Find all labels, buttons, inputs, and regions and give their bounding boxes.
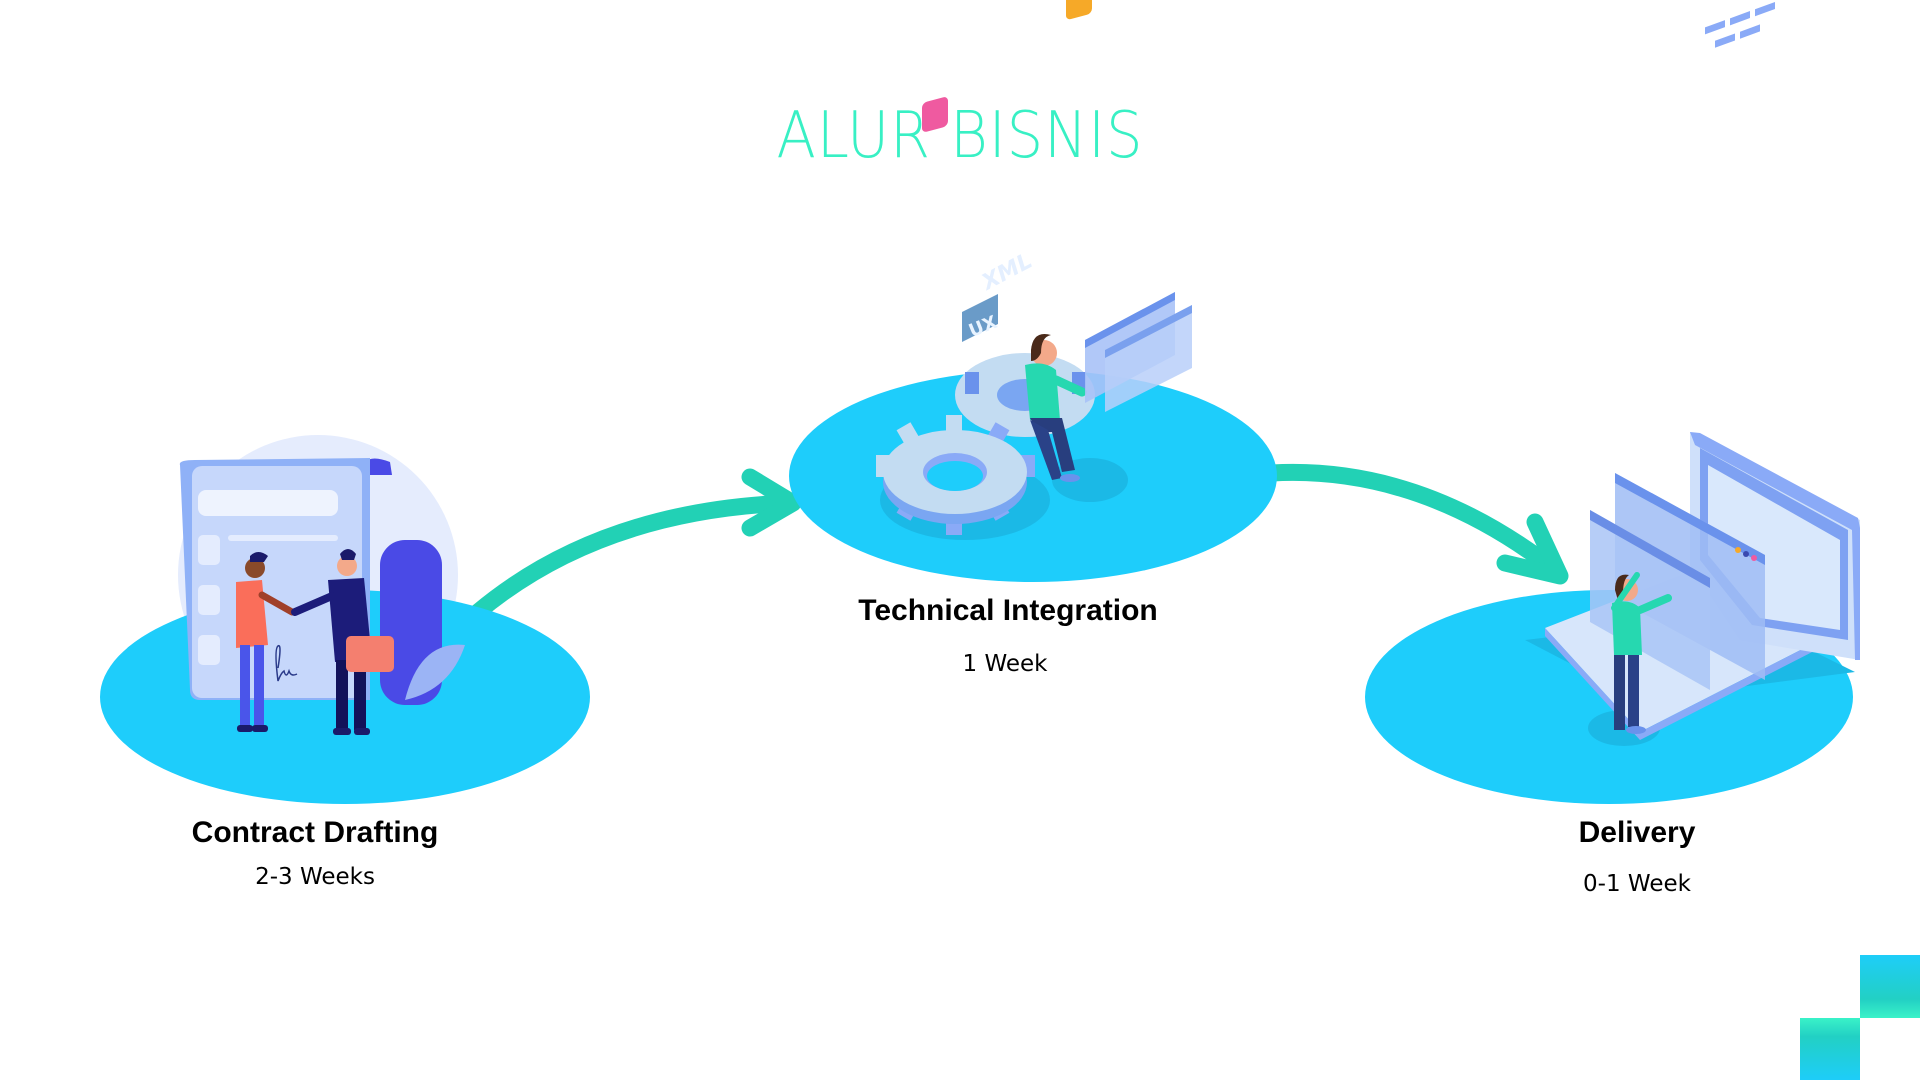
laptop-delivery-illustration (1525, 1, 1860, 746)
step-2-label: Technical Integration (858, 594, 1158, 627)
step-1-duration: 2-3 Weeks (255, 864, 375, 890)
xml-badge: XML (976, 249, 1036, 297)
step-contract-drafting (100, 435, 590, 804)
step-delivery (1365, 1, 1860, 804)
svg-text:</>: </> (1068, 282, 1088, 293)
code-tag-badge: </> (1066, 0, 1092, 293)
gear-icon (955, 353, 1095, 437)
step-3-duration: 0-1 Week (1583, 871, 1691, 897)
step-technical-integration: XML UX C+ </> (789, 0, 1277, 582)
page-title: ALUR BISNIS (776, 99, 1144, 173)
decorative-square-top (1860, 955, 1920, 1018)
svg-text:XML: XML (976, 249, 1036, 297)
delivery-person (1611, 572, 1672, 734)
svg-text:C+: C+ (925, 363, 947, 379)
cplus-badge: C+ (922, 97, 948, 379)
gears-developer-illustration: XML UX C+ </> (876, 0, 1192, 540)
flow-arrow-1 (469, 468, 802, 621)
ux-badge: UX (962, 294, 1000, 342)
step-1-label: Contract Drafting (191, 816, 439, 849)
code-window-icon (1085, 292, 1192, 412)
decorative-square-bottom (1800, 1018, 1860, 1080)
developer-person (1025, 334, 1087, 482)
gear-icon (876, 415, 1035, 535)
step-3-label: Delivery (1578, 816, 1696, 849)
flow-arrow-2 (1263, 463, 1569, 585)
handshake-contract-illustration (179, 458, 465, 735)
step-2-duration: 1 Week (962, 651, 1048, 677)
briefcase-icon (346, 636, 394, 672)
